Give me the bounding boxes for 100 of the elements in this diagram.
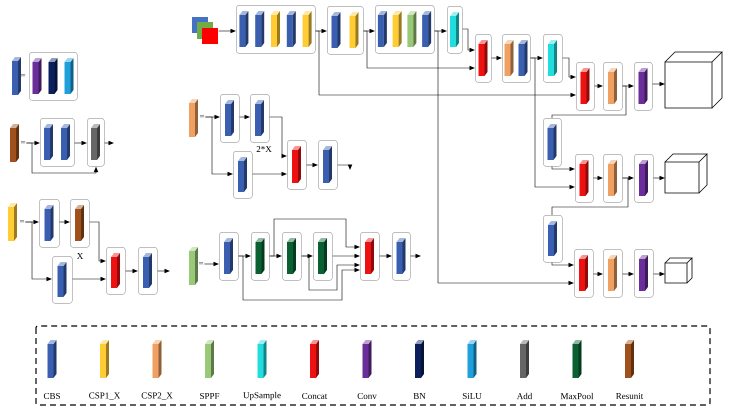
layer-box <box>39 199 60 248</box>
arrow <box>239 114 250 120</box>
arrow <box>491 56 502 60</box>
arrow <box>530 58 575 190</box>
layer-box <box>634 154 654 203</box>
arrow <box>269 116 287 158</box>
arrow <box>252 172 287 176</box>
layer-box <box>236 5 316 54</box>
arrow <box>552 166 575 172</box>
legend-label: UpSample <box>243 392 281 400</box>
layer-box <box>318 140 338 190</box>
legend-label: Add <box>516 392 532 400</box>
output-cube <box>664 154 708 194</box>
layer-box <box>475 34 492 83</box>
legend-label: Concat <box>302 392 328 400</box>
node-caption: X <box>76 253 84 259</box>
layer-box <box>575 154 594 203</box>
arrow <box>652 82 665 86</box>
arrow <box>410 254 421 258</box>
arrow <box>26 142 98 174</box>
arrow <box>622 272 634 276</box>
arrow <box>238 256 360 300</box>
arrow <box>218 28 236 34</box>
legend-label: MaxPool <box>560 392 594 400</box>
layer-box <box>603 249 623 298</box>
arrow <box>205 116 233 176</box>
node-caption: 2*X <box>256 146 272 152</box>
equals-sign: = <box>198 262 204 264</box>
arrow <box>653 272 665 276</box>
layer-box <box>543 34 563 83</box>
arrow <box>363 30 475 70</box>
layer-box <box>106 247 126 295</box>
arrow <box>593 272 603 276</box>
layer-box <box>634 62 653 111</box>
layer-box <box>87 118 105 167</box>
arrow <box>434 30 574 286</box>
arrow <box>332 254 360 258</box>
connector <box>552 178 628 216</box>
layer-box <box>543 215 563 263</box>
layer-box <box>29 52 78 101</box>
arrow <box>301 256 360 290</box>
layer-box <box>603 62 623 111</box>
layer-box <box>360 232 380 281</box>
layer-box <box>52 256 73 304</box>
arrow <box>593 176 603 180</box>
arrow <box>337 164 352 170</box>
equals-sign: = <box>20 220 24 222</box>
layer-box <box>447 6 463 54</box>
layer-box <box>576 62 595 111</box>
legend-label: CBS <box>44 392 60 400</box>
legend-label: CSP1_X <box>89 392 120 400</box>
legend-label: SPPF <box>200 392 220 400</box>
arrow <box>594 84 603 88</box>
arrow <box>315 30 576 98</box>
layer-box <box>327 6 364 55</box>
layer-box <box>250 94 270 143</box>
layer-box <box>634 249 654 298</box>
layer-box <box>70 199 90 248</box>
arrow <box>562 58 576 80</box>
layer-box <box>40 118 75 167</box>
layer-box <box>138 247 158 295</box>
arrow <box>462 28 475 52</box>
layer-box <box>219 232 239 281</box>
connector <box>552 86 626 118</box>
layer-box <box>282 232 302 281</box>
layer-box <box>392 232 411 281</box>
layer-box <box>543 118 562 167</box>
equals-sign: = <box>20 140 26 144</box>
arrow <box>125 268 138 274</box>
input-image <box>192 17 218 44</box>
layer-box <box>603 154 623 203</box>
legend-label: BN <box>414 393 426 399</box>
layer-box <box>220 94 240 143</box>
arrow <box>204 262 219 266</box>
legend-label: SiLU <box>462 392 482 400</box>
equals-sign: = <box>200 114 204 118</box>
arrow <box>74 140 87 146</box>
layer-box <box>574 249 594 298</box>
layer-box <box>313 232 333 281</box>
arrow <box>306 162 318 168</box>
legend-label: CSP2_X <box>142 392 173 400</box>
arrow <box>72 276 106 282</box>
node-caption: = <box>20 74 26 76</box>
arrow <box>157 268 170 274</box>
layer-box <box>502 34 531 83</box>
legend-label: Conv <box>358 392 377 400</box>
arrow <box>552 262 574 268</box>
arrow <box>379 254 392 258</box>
layer-box <box>233 151 253 199</box>
arrow <box>25 222 52 282</box>
arrow <box>269 218 360 256</box>
arrow <box>59 220 70 224</box>
layer-box <box>375 5 435 54</box>
legend-label: Resunit <box>616 392 644 400</box>
layer-box <box>287 140 307 190</box>
arrow <box>89 222 106 264</box>
arrow <box>104 140 114 146</box>
layer-box <box>251 232 270 281</box>
arrow <box>653 176 665 180</box>
output-cube <box>664 258 693 284</box>
